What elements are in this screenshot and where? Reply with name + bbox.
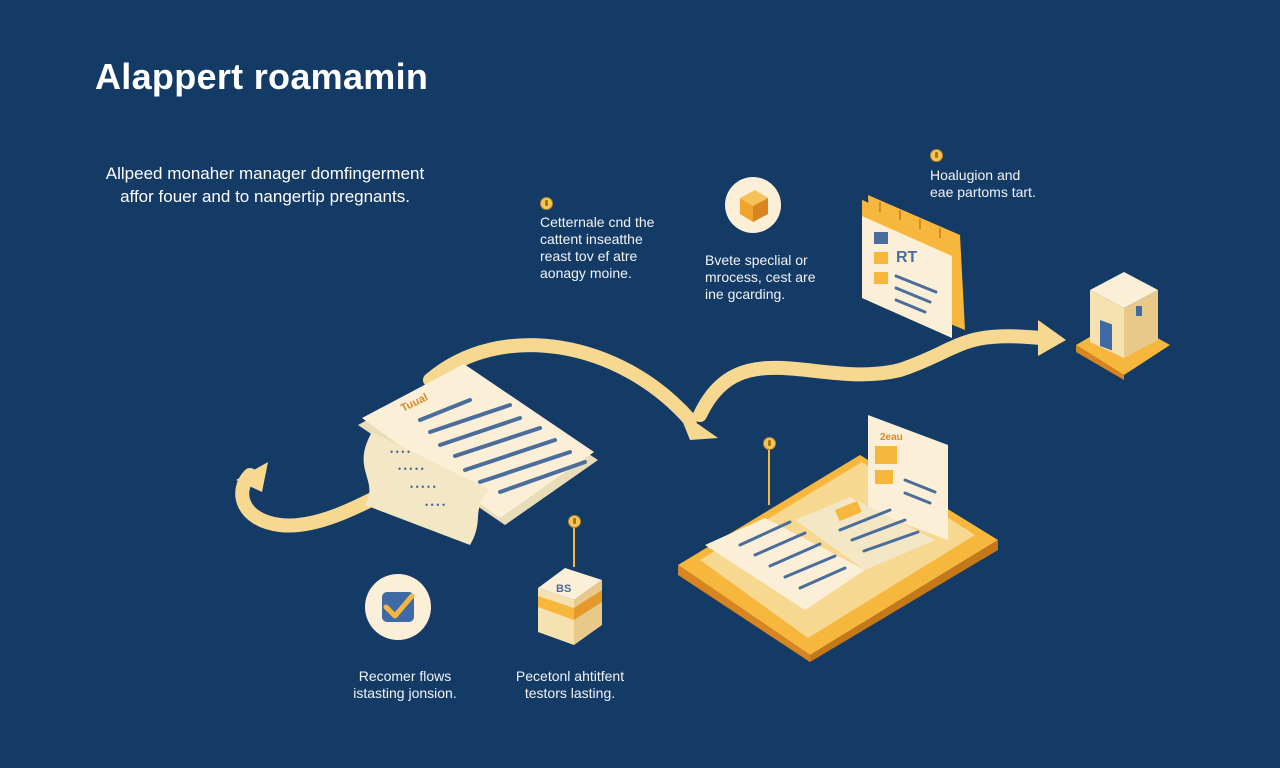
calendar-illustration: RT <box>862 195 965 338</box>
step-label-2: Bvete speclial or mrocess, cest are ine … <box>705 252 816 303</box>
flow-arrow-tablet-to-box <box>693 329 1047 422</box>
document-lines <box>418 398 587 494</box>
step-marker-5 <box>568 515 581 528</box>
step-label-4: Recomer flows istasting jonsion. <box>353 668 457 702</box>
tablet-illustration: 2eau <box>678 415 998 662</box>
step-marker-tablet <box>763 437 776 450</box>
box-marks: BS <box>556 583 571 595</box>
svg-text:• • • •: • • • • <box>425 500 445 510</box>
svg-text:• • • • •: • • • • • <box>410 482 436 492</box>
building-box-illustration <box>1076 272 1170 380</box>
document-marks: • • • • • • • • • • • • • • • • • • <box>390 447 445 510</box>
document-illustration: Tuual • • • • • • • • • • • • • • • • • … <box>358 364 598 545</box>
step-label-1: Cetternale cnd the cattent inseatthe rea… <box>540 214 655 282</box>
checkmark-icon <box>383 593 415 619</box>
arrow-head-middle <box>678 410 718 440</box>
arrow-head-left <box>236 462 268 492</box>
cube-circle <box>725 177 781 233</box>
package-box-illustration: BS <box>538 522 602 645</box>
page-title: Alappert roamamin <box>95 56 429 97</box>
svg-text:• • • •: • • • • <box>390 447 410 457</box>
calendar-marks: RT <box>896 249 918 266</box>
arrow-head-right <box>1038 320 1066 356</box>
step-label-3: Hoalugion and eae partoms tart. <box>930 167 1036 201</box>
check-circle <box>365 574 431 640</box>
svg-text:• • • • •: • • • • • <box>398 464 424 474</box>
intro-text: Allpeed monaher manager domfingerment af… <box>105 164 425 207</box>
tablet-marks: 2eau <box>880 432 903 443</box>
flow-arrow-document-to-tablet <box>423 338 697 427</box>
step-marker-3 <box>930 149 943 162</box>
step-label-5: Pecetonl ahtitfent testors lasting. <box>515 668 625 702</box>
step-marker-1 <box>540 197 553 210</box>
